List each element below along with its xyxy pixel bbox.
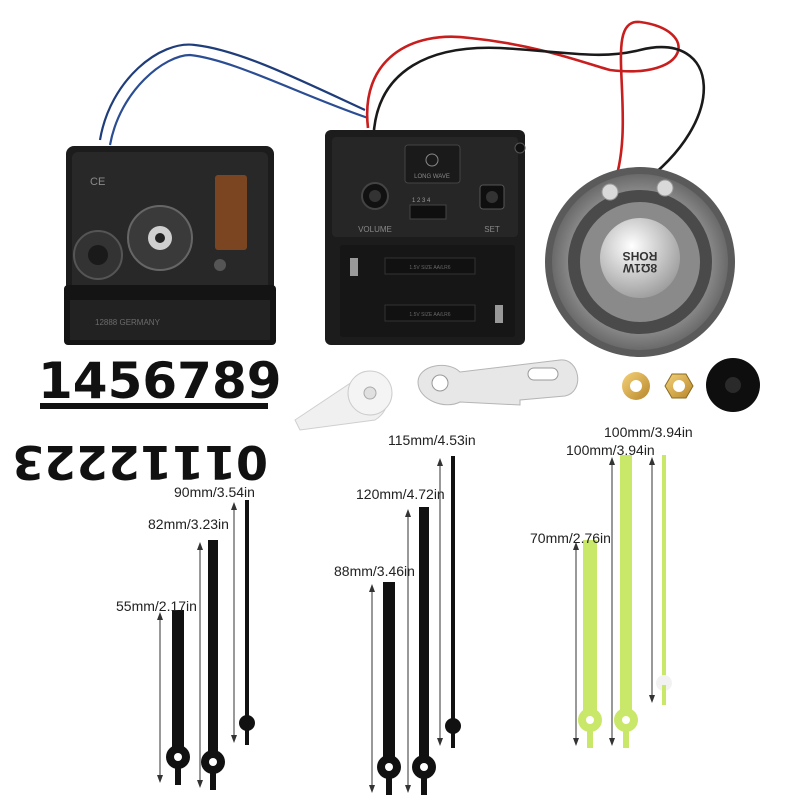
wall-hook — [294, 370, 393, 431]
hand-length-label: 115mm/4.53in — [388, 432, 476, 448]
speaker-wires — [365, 20, 706, 191]
hour-hand — [157, 610, 190, 785]
numeral-stickers: 1456789 01112223 — [12, 352, 282, 489]
minute-hand — [197, 540, 225, 790]
minute-hand — [609, 455, 638, 748]
hand-length-label: 90mm/3.54in — [174, 484, 255, 500]
speaker-rohs-label: ROHS — [623, 249, 658, 263]
hour-hand — [369, 582, 401, 795]
numerals-bottom-row: 01112223 — [12, 435, 268, 489]
speaker-rating-label: 8Ω1W — [622, 261, 657, 275]
numerals-top-row: 1456789 — [38, 352, 282, 410]
hour-hand — [573, 540, 602, 748]
battery-label: 1.5V SIZE AA/LR6 — [409, 312, 450, 318]
set-label: SET — [484, 225, 500, 234]
radio-module: LONG WAVE VOLUME 1 2 3 4 SET 1.5V SIZE A… — [325, 130, 526, 345]
minute-hand — [405, 507, 436, 795]
battery-label: 1.5V SIZE AA/LR6 — [409, 265, 450, 271]
hardware — [622, 358, 760, 412]
switch-positions: 1 2 3 4 — [412, 198, 431, 204]
hand-length-label: 100mm/3.94in — [604, 424, 693, 440]
long-wave-label: LONG WAVE — [414, 174, 450, 180]
hand-length-label: 70mm/2.76in — [530, 530, 611, 546]
dip-switch — [409, 204, 447, 220]
second-hand — [437, 456, 461, 748]
hanger-bracket — [417, 359, 579, 406]
hand-length-label: 82mm/3.23in — [148, 516, 229, 532]
second-hand — [649, 455, 672, 705]
hand-length-label: 88mm/3.46in — [334, 563, 415, 579]
hand-length-label: 55mm/2.17in — [116, 598, 197, 614]
hand-length-label: 100mm/3.94in — [566, 442, 655, 458]
speaker: ROHS 8Ω1W — [545, 167, 735, 357]
movement-wires — [98, 43, 369, 146]
hand-length-label: 120mm/4.72in — [356, 486, 445, 502]
second-hand — [231, 500, 255, 745]
movement-model-text: 12888 GERMANY — [95, 318, 161, 327]
clock-hands — [157, 455, 672, 795]
volume-label: VOLUME — [358, 225, 392, 234]
ce-mark: CE — [90, 176, 105, 188]
clock-movement: CE 12888 GERMANY — [64, 146, 276, 345]
